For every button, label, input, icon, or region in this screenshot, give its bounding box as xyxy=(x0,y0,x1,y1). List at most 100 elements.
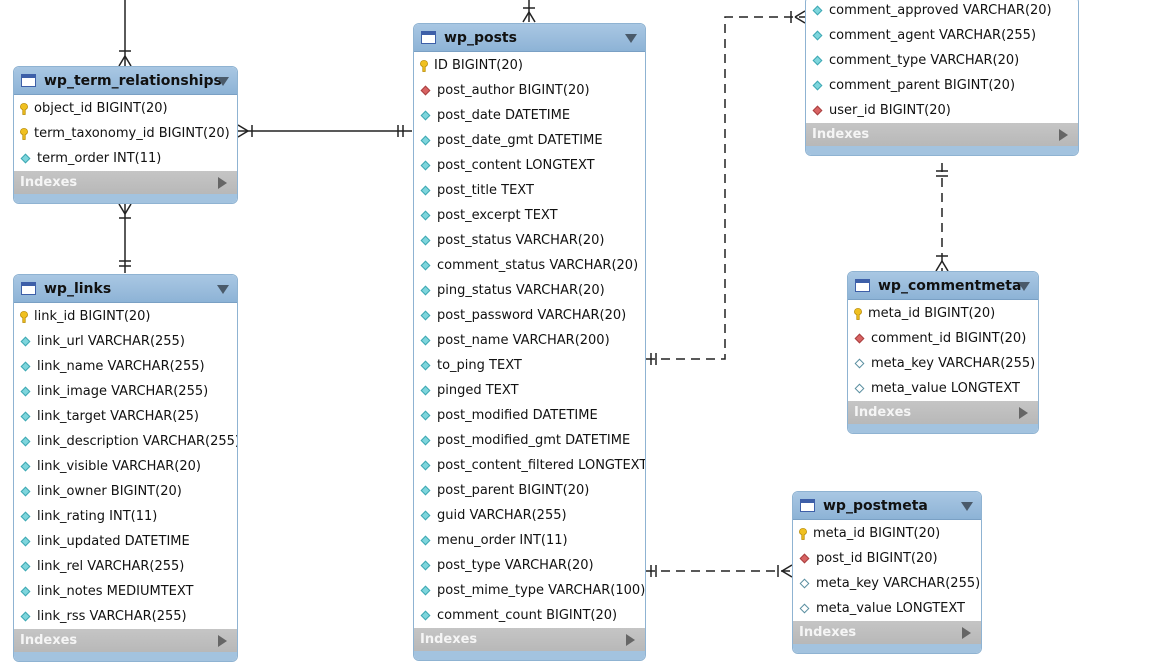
table-wp-commentmeta[interactable]: wp_commentmeta meta_id BIGINT(20) comment… xyxy=(847,271,1039,434)
column-row[interactable]: link_updated DATETIME xyxy=(14,529,237,554)
indexes-bar[interactable]: Indexes xyxy=(414,628,645,651)
column-row[interactable]: post_date_gmt DATETIME xyxy=(414,128,645,153)
column-row[interactable]: meta_id BIGINT(20) xyxy=(793,521,981,546)
column-label: link_rel VARCHAR(255) xyxy=(37,559,185,574)
indexes-bar[interactable]: Indexes xyxy=(848,401,1038,424)
column-label: meta_value LONGTEXT xyxy=(816,601,965,616)
table-wp-term-relationships[interactable]: wp_term_relationships object_id BIGINT(2… xyxy=(13,66,238,204)
column-row[interactable]: link_rating INT(11) xyxy=(14,504,237,529)
nullable-column-icon xyxy=(854,383,865,394)
column-row[interactable]: post_author BIGINT(20) xyxy=(414,78,645,103)
expand-arrow-icon[interactable] xyxy=(218,177,227,189)
column-row[interactable]: link_target VARCHAR(25) xyxy=(14,404,237,429)
column-row[interactable]: term_order INT(11) xyxy=(14,146,237,171)
column-row[interactable]: link_url VARCHAR(255) xyxy=(14,329,237,354)
table-header[interactable]: wp_term_relationships xyxy=(14,67,237,95)
expand-arrow-icon[interactable] xyxy=(1019,407,1028,419)
column-icon xyxy=(20,386,31,397)
table-header[interactable]: wp_posts xyxy=(414,24,645,52)
column-row[interactable]: comment_type VARCHAR(20) xyxy=(806,48,1078,73)
table-wp-links[interactable]: wp_links link_id BIGINT(20)link_url VARC… xyxy=(13,274,238,662)
dropdown-triangle-icon[interactable] xyxy=(217,285,229,294)
indexes-bar[interactable]: Indexes xyxy=(14,629,237,652)
column-label: post_status VARCHAR(20) xyxy=(437,233,605,248)
column-row[interactable]: link_id BIGINT(20) xyxy=(14,304,237,329)
column-icon xyxy=(812,5,823,16)
column-row[interactable]: post_mime_type VARCHAR(100) xyxy=(414,578,645,603)
column-row[interactable]: object_id BIGINT(20) xyxy=(14,96,237,121)
column-row[interactable]: meta_id BIGINT(20) xyxy=(848,301,1038,326)
column-label: meta_id BIGINT(20) xyxy=(813,526,941,541)
column-row[interactable]: ID BIGINT(20) xyxy=(414,53,645,78)
column-list: meta_id BIGINT(20) comment_id BIGINT(20) m… xyxy=(848,300,1038,401)
column-row[interactable]: post_date DATETIME xyxy=(414,103,645,128)
column-row[interactable]: pinged TEXT xyxy=(414,378,645,403)
table-header[interactable]: wp_links xyxy=(14,275,237,303)
column-row[interactable]: post_content_filtered LONGTEXT xyxy=(414,453,645,478)
column-row[interactable]: post_status VARCHAR(20) xyxy=(414,228,645,253)
column-row[interactable]: post_modified_gmt DATETIME xyxy=(414,428,645,453)
column-row[interactable]: meta_key VARCHAR(255) xyxy=(793,571,981,596)
column-icon xyxy=(420,560,431,571)
table-header[interactable]: wp_commentmeta xyxy=(848,272,1038,300)
column-label: link_target VARCHAR(25) xyxy=(37,409,199,424)
column-row[interactable]: post_excerpt TEXT xyxy=(414,203,645,228)
indexes-bar[interactable]: Indexes xyxy=(806,123,1078,146)
column-row[interactable]: comment_approved VARCHAR(20) xyxy=(806,0,1078,23)
column-row[interactable]: comment_count BIGINT(20) xyxy=(414,603,645,628)
column-row[interactable]: link_visible VARCHAR(20) xyxy=(14,454,237,479)
column-row[interactable]: comment_status VARCHAR(20) xyxy=(414,253,645,278)
column-row[interactable]: user_id BIGINT(20) xyxy=(806,98,1078,123)
column-row[interactable]: post_type VARCHAR(20) xyxy=(414,553,645,578)
column-row[interactable]: link_name VARCHAR(255) xyxy=(14,354,237,379)
column-row[interactable]: post_id BIGINT(20) xyxy=(793,546,981,571)
column-label: term_order INT(11) xyxy=(37,151,162,166)
expand-arrow-icon[interactable] xyxy=(218,635,227,647)
table-header[interactable]: wp_postmeta xyxy=(793,492,981,520)
column-row[interactable]: post_parent BIGINT(20) xyxy=(414,478,645,503)
dropdown-triangle-icon[interactable] xyxy=(1018,282,1030,291)
column-row[interactable]: meta_value LONGTEXT xyxy=(793,596,981,621)
expand-arrow-icon[interactable] xyxy=(626,634,635,646)
column-label: comment_id BIGINT(20) xyxy=(871,331,1027,346)
column-row[interactable]: post_password VARCHAR(20) xyxy=(414,303,645,328)
column-row[interactable]: comment_parent BIGINT(20) xyxy=(806,73,1078,98)
column-row[interactable]: link_rel VARCHAR(255) xyxy=(14,554,237,579)
column-icon xyxy=(420,310,431,321)
dropdown-triangle-icon[interactable] xyxy=(625,34,637,43)
table-title: wp_postmeta xyxy=(823,497,928,514)
expand-arrow-icon[interactable] xyxy=(1059,129,1068,141)
column-row[interactable]: ping_status VARCHAR(20) xyxy=(414,278,645,303)
column-row[interactable]: comment_id BIGINT(20) xyxy=(848,326,1038,351)
column-label: post_author BIGINT(20) xyxy=(437,83,590,98)
column-label: meta_key VARCHAR(255) xyxy=(871,356,1036,371)
column-row[interactable]: comment_agent VARCHAR(255) xyxy=(806,23,1078,48)
table-wp-posts[interactable]: wp_posts ID BIGINT(20) post_author BIGINT… xyxy=(413,23,646,661)
column-row[interactable]: link_rss VARCHAR(255) xyxy=(14,604,237,629)
table-wp-comments[interactable]: comment_approved VARCHAR(20)comment_agen… xyxy=(805,0,1079,156)
column-row[interactable]: post_content LONGTEXT xyxy=(414,153,645,178)
column-label: comment_status VARCHAR(20) xyxy=(437,258,639,273)
indexes-bar[interactable]: Indexes xyxy=(793,621,981,644)
column-row[interactable]: post_title TEXT xyxy=(414,178,645,203)
column-row[interactable]: menu_order INT(11) xyxy=(414,528,645,553)
column-row[interactable]: link_image VARCHAR(255) xyxy=(14,379,237,404)
dropdown-triangle-icon[interactable] xyxy=(961,502,973,511)
column-icon xyxy=(812,80,823,91)
expand-arrow-icon[interactable] xyxy=(962,627,971,639)
column-row[interactable]: link_notes MEDIUMTEXT xyxy=(14,579,237,604)
column-row[interactable]: term_taxonomy_id BIGINT(20) xyxy=(14,121,237,146)
foreign-key-icon xyxy=(854,333,865,344)
column-label: meta_key VARCHAR(255) xyxy=(816,576,981,591)
indexes-bar[interactable]: Indexes xyxy=(14,171,237,194)
column-row[interactable]: post_modified DATETIME xyxy=(414,403,645,428)
table-wp-postmeta[interactable]: wp_postmeta meta_id BIGINT(20) post_id BI… xyxy=(792,491,982,654)
column-row[interactable]: link_owner BIGINT(20) xyxy=(14,479,237,504)
column-row[interactable]: to_ping TEXT xyxy=(414,353,645,378)
dropdown-triangle-icon[interactable] xyxy=(217,77,229,86)
column-row[interactable]: post_name VARCHAR(200) xyxy=(414,328,645,353)
column-row[interactable]: link_description VARCHAR(255) xyxy=(14,429,237,454)
column-row[interactable]: guid VARCHAR(255) xyxy=(414,503,645,528)
column-row[interactable]: meta_value LONGTEXT xyxy=(848,376,1038,401)
column-row[interactable]: meta_key VARCHAR(255) xyxy=(848,351,1038,376)
